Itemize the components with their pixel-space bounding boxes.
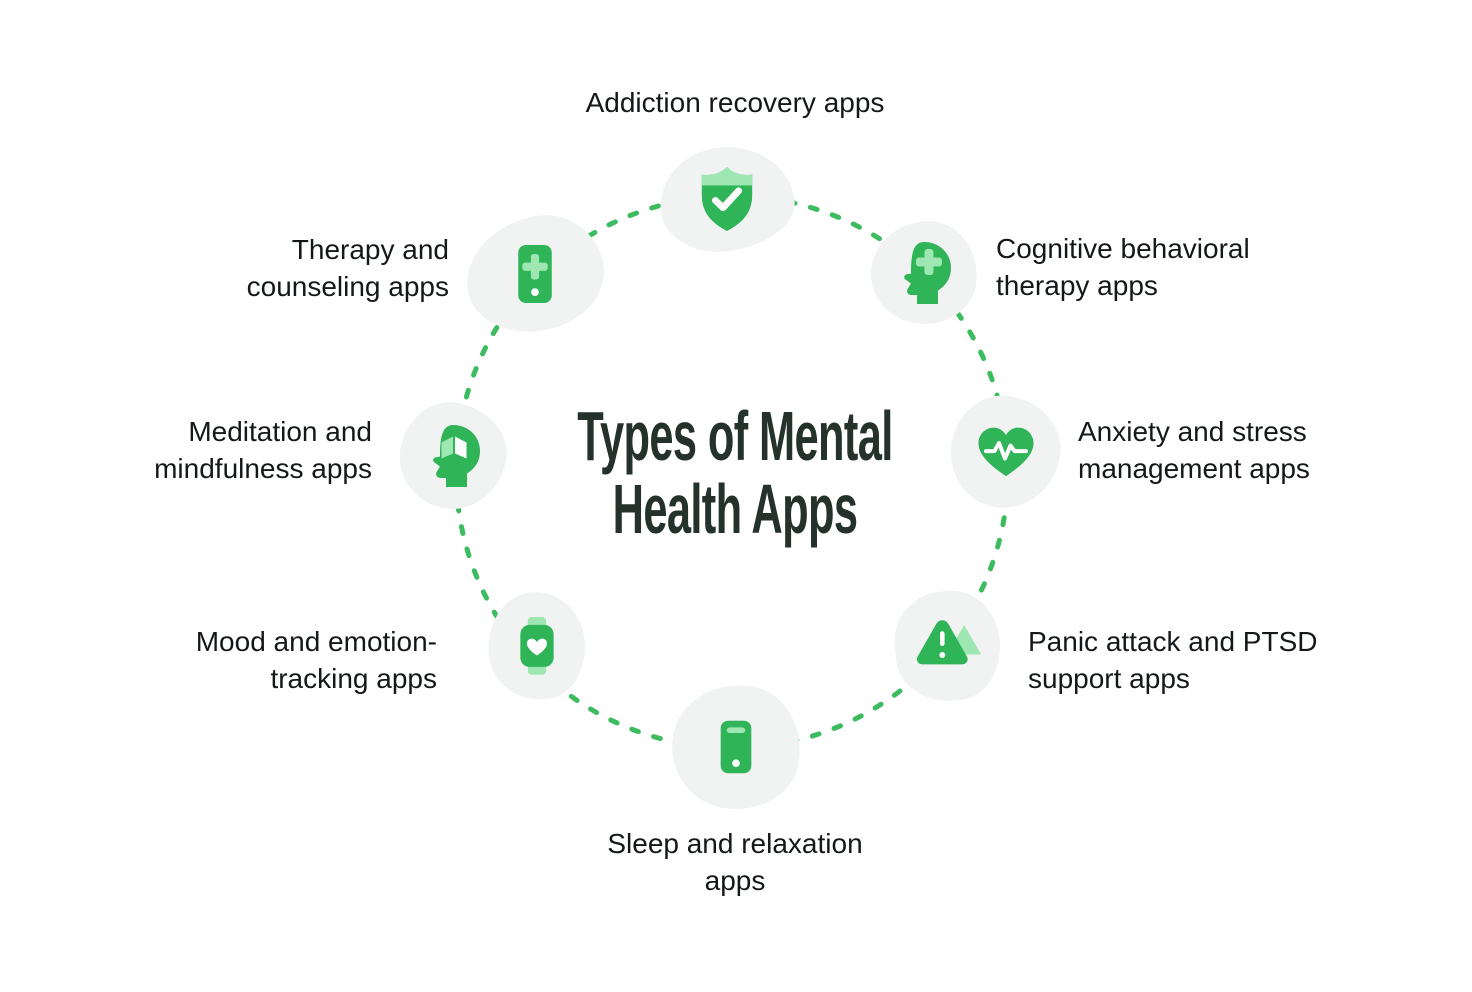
category-label-therapy-counseling: Therapy and counseling apps: [246, 234, 449, 302]
phone-medical-icon: [518, 245, 552, 303]
shield-check-icon: [701, 167, 753, 231]
diagram-title: Types of Mental Health Apps: [577, 397, 893, 548]
category-label-meditation-mindfulness: Meditation and mindfulness apps: [154, 416, 372, 484]
head-plus-icon: [904, 241, 951, 304]
category-label-anxiety-stress: Anxiety and stress management apps: [1078, 416, 1310, 484]
category-label-sleep-relaxation: Sleep and relaxation apps: [607, 828, 863, 896]
head-book-icon: [433, 425, 480, 487]
icon-blob-left: [391, 394, 515, 518]
icon-blob-bottom: [665, 678, 807, 816]
icon-blob-right: [943, 388, 1068, 516]
category-label-addiction-recovery: Addiction recovery apps: [585, 87, 885, 118]
smartwatch-heart-icon: [519, 617, 554, 675]
icon-blob-top-right: [867, 217, 981, 328]
icon-blob-top-left: [457, 205, 613, 343]
warning-triangle-icon: [916, 620, 981, 665]
category-label-mood-tracking: Mood and emotion-tracking apps: [195, 626, 437, 694]
category-label-cognitive-behavioral: Cognitive behavioral therapy apps: [996, 233, 1250, 301]
heart-pulse-icon: [978, 427, 1033, 476]
icon-blob-top: [654, 140, 800, 258]
category-label-panic-ptsd: Panic attack and PTSD support apps: [1028, 626, 1318, 694]
smartphone-icon: [720, 720, 752, 774]
icon-blob-bottom-left: [480, 585, 593, 707]
icon-blob-bottom-right: [890, 586, 1005, 706]
